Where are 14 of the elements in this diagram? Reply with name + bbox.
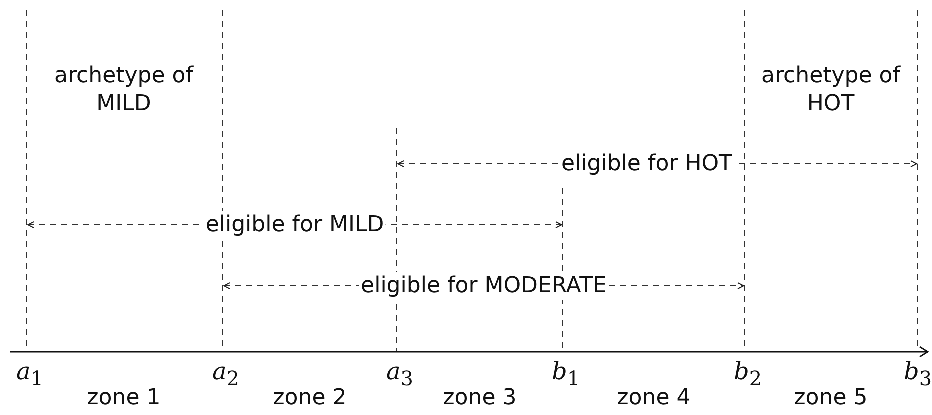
point-label: b$_{1}$ xyxy=(550,356,582,392)
zone-label: zone 3 xyxy=(442,384,518,412)
archetype-label: archetype of MILD xyxy=(54,62,195,118)
zone-label: zone 1 xyxy=(86,384,162,412)
point-label: b$_{3}$ xyxy=(902,356,932,392)
zone-label: zone 4 xyxy=(616,384,692,412)
archetype-label: archetype of HOT xyxy=(760,62,902,118)
range-label: eligible for MILD xyxy=(204,211,386,239)
point-label: b$_{2}$ xyxy=(732,356,764,392)
point-label: a$_{1}$ xyxy=(15,356,45,392)
zone-label: zone 2 xyxy=(272,384,348,412)
point-label: a$_{2}$ xyxy=(211,356,241,392)
zone-label: zone 5 xyxy=(793,384,869,412)
point-label: a$_{3}$ xyxy=(385,356,415,392)
